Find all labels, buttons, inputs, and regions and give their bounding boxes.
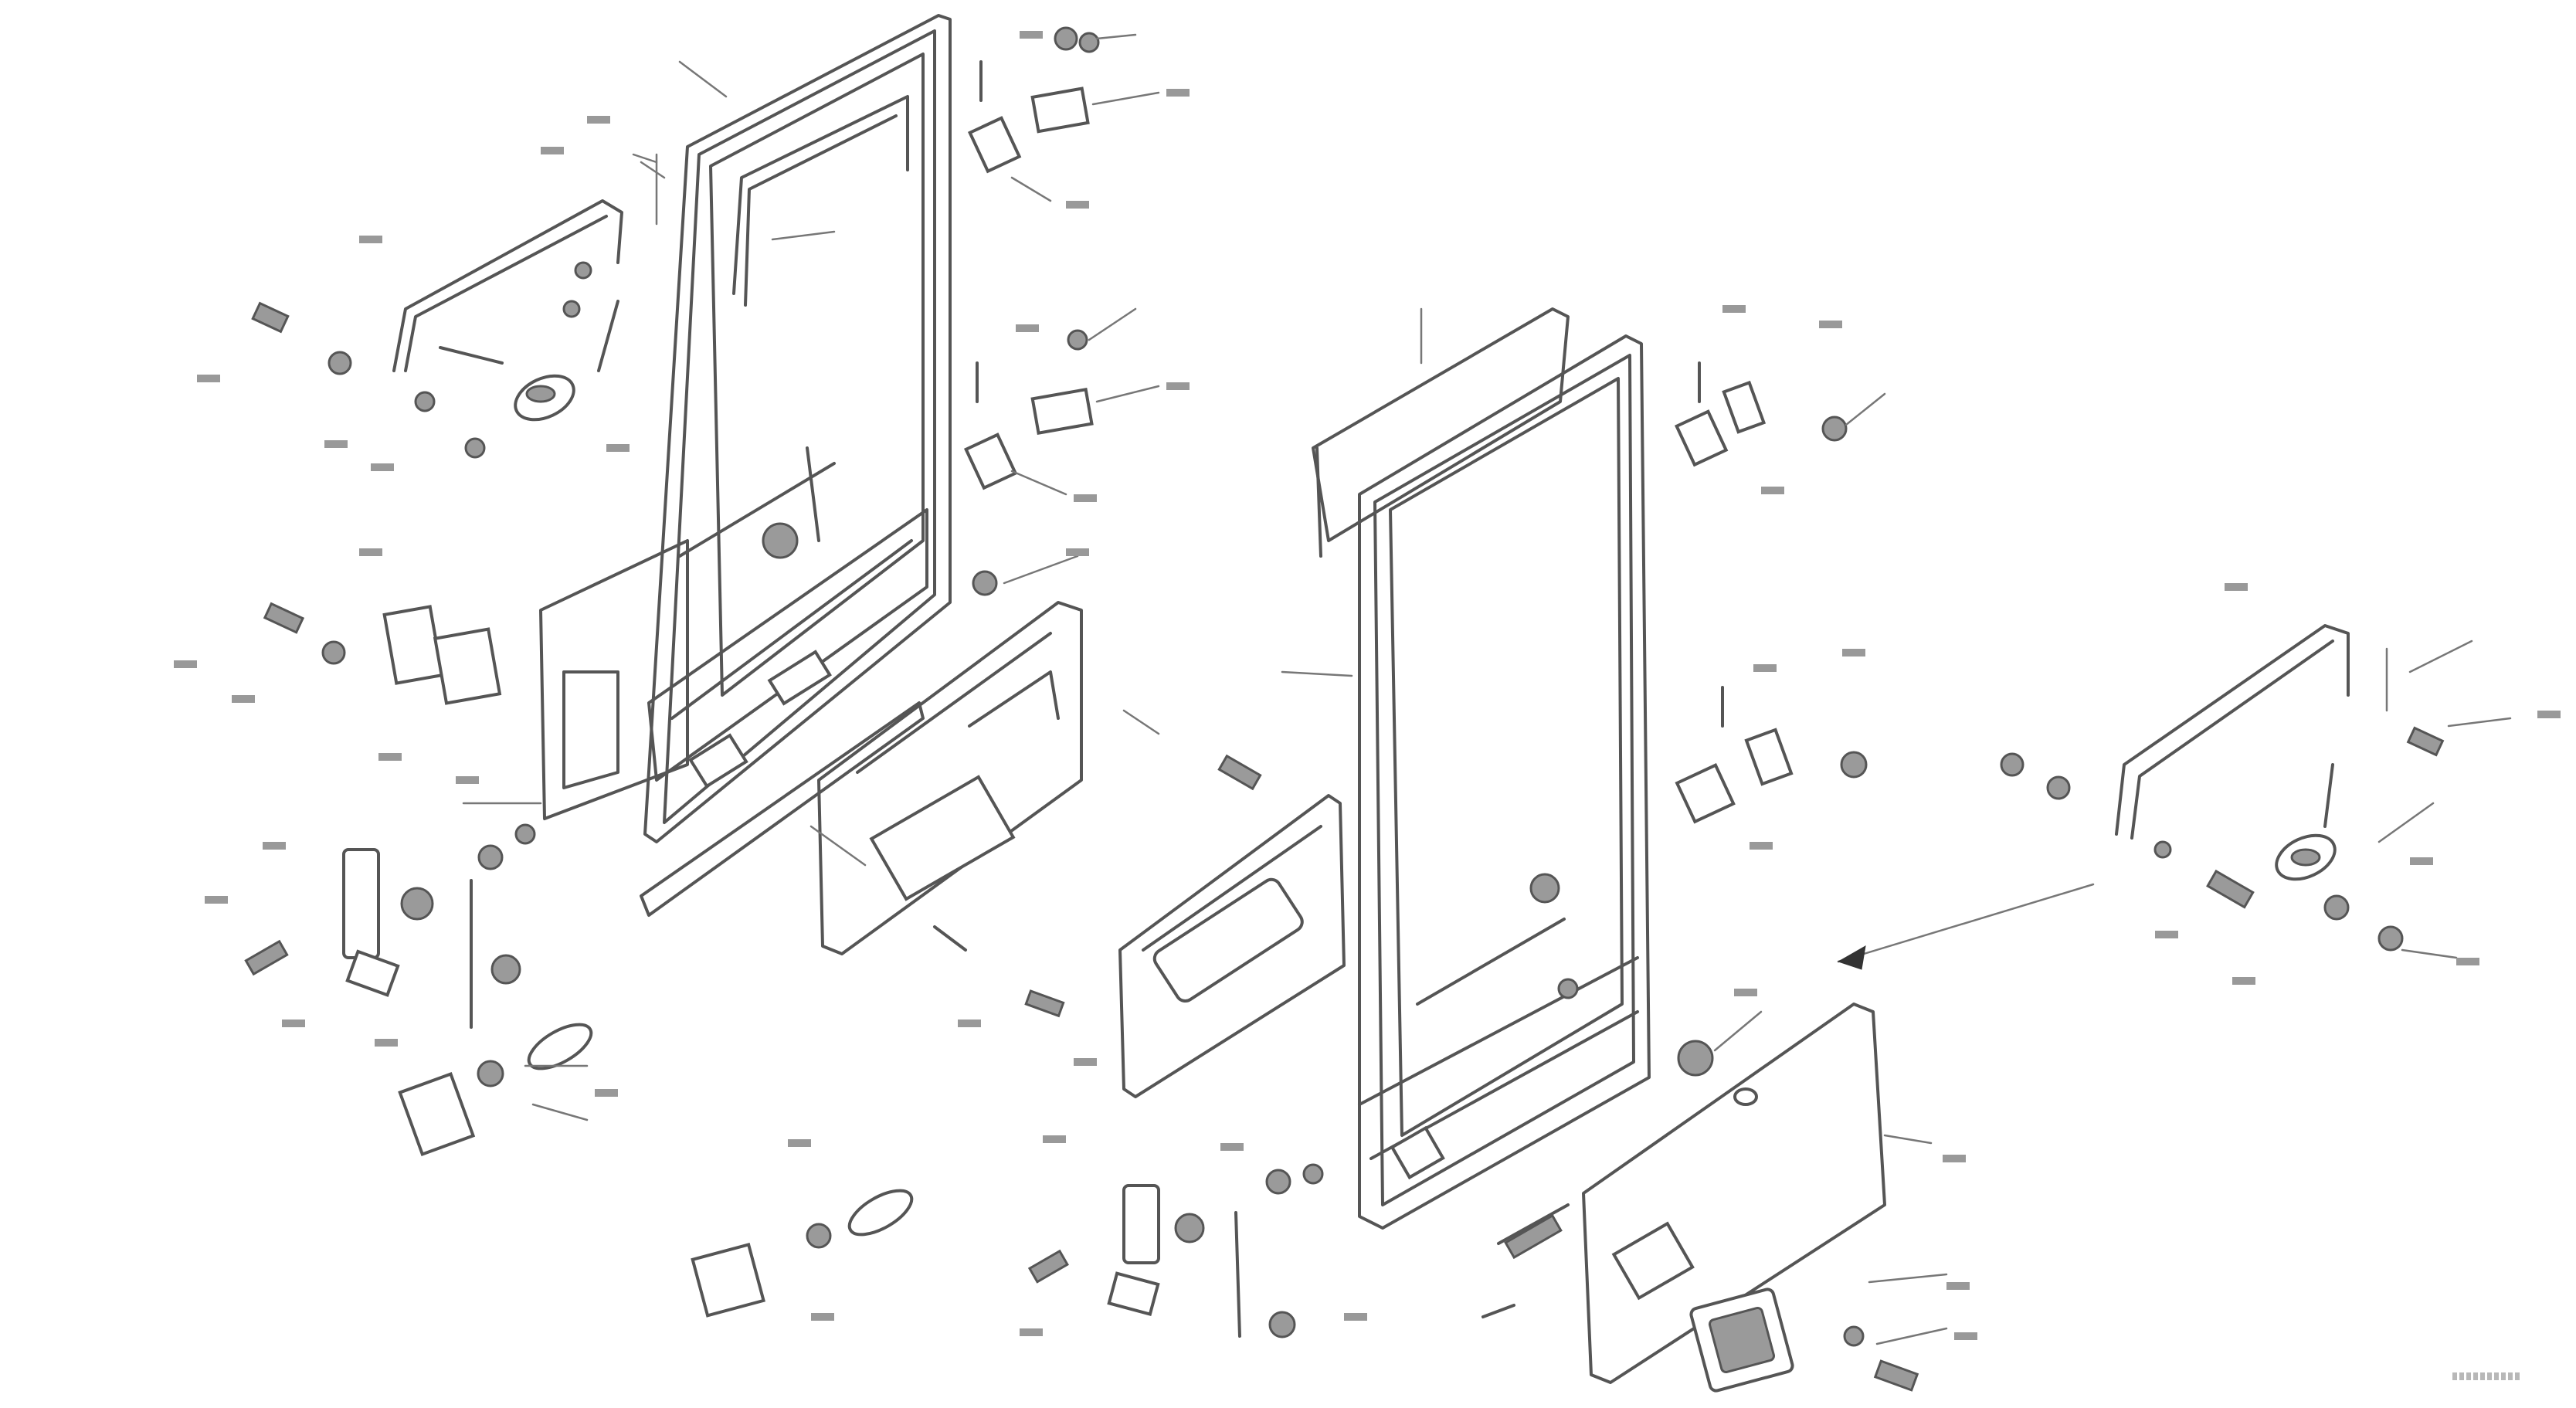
drawing-reference-code <box>2452 1372 2522 1380</box>
right-mid-hinge-parts <box>1675 686 2071 824</box>
left-handle-assembly <box>251 153 666 459</box>
center-lock-assembly <box>691 1163 1324 1338</box>
left-window-glass <box>263 539 689 820</box>
left-upper-hinge-parts <box>963 26 1100 596</box>
right-upper-hinge-parts <box>1674 361 1848 467</box>
leader-lines <box>462 33 2512 1345</box>
right-handle-assembly <box>1837 624 2445 970</box>
left-lock-assembly <box>244 823 593 1156</box>
callout-markers <box>174 31 2561 1340</box>
left-trim-panels <box>817 601 1262 955</box>
left-door-frame <box>640 14 952 917</box>
drawing-reference-text <box>2452 1366 2522 1377</box>
center-trim-panel <box>1024 794 1346 1098</box>
right-trim-panel <box>1481 1003 1919 1393</box>
right-door-frame <box>1312 307 1651 1230</box>
